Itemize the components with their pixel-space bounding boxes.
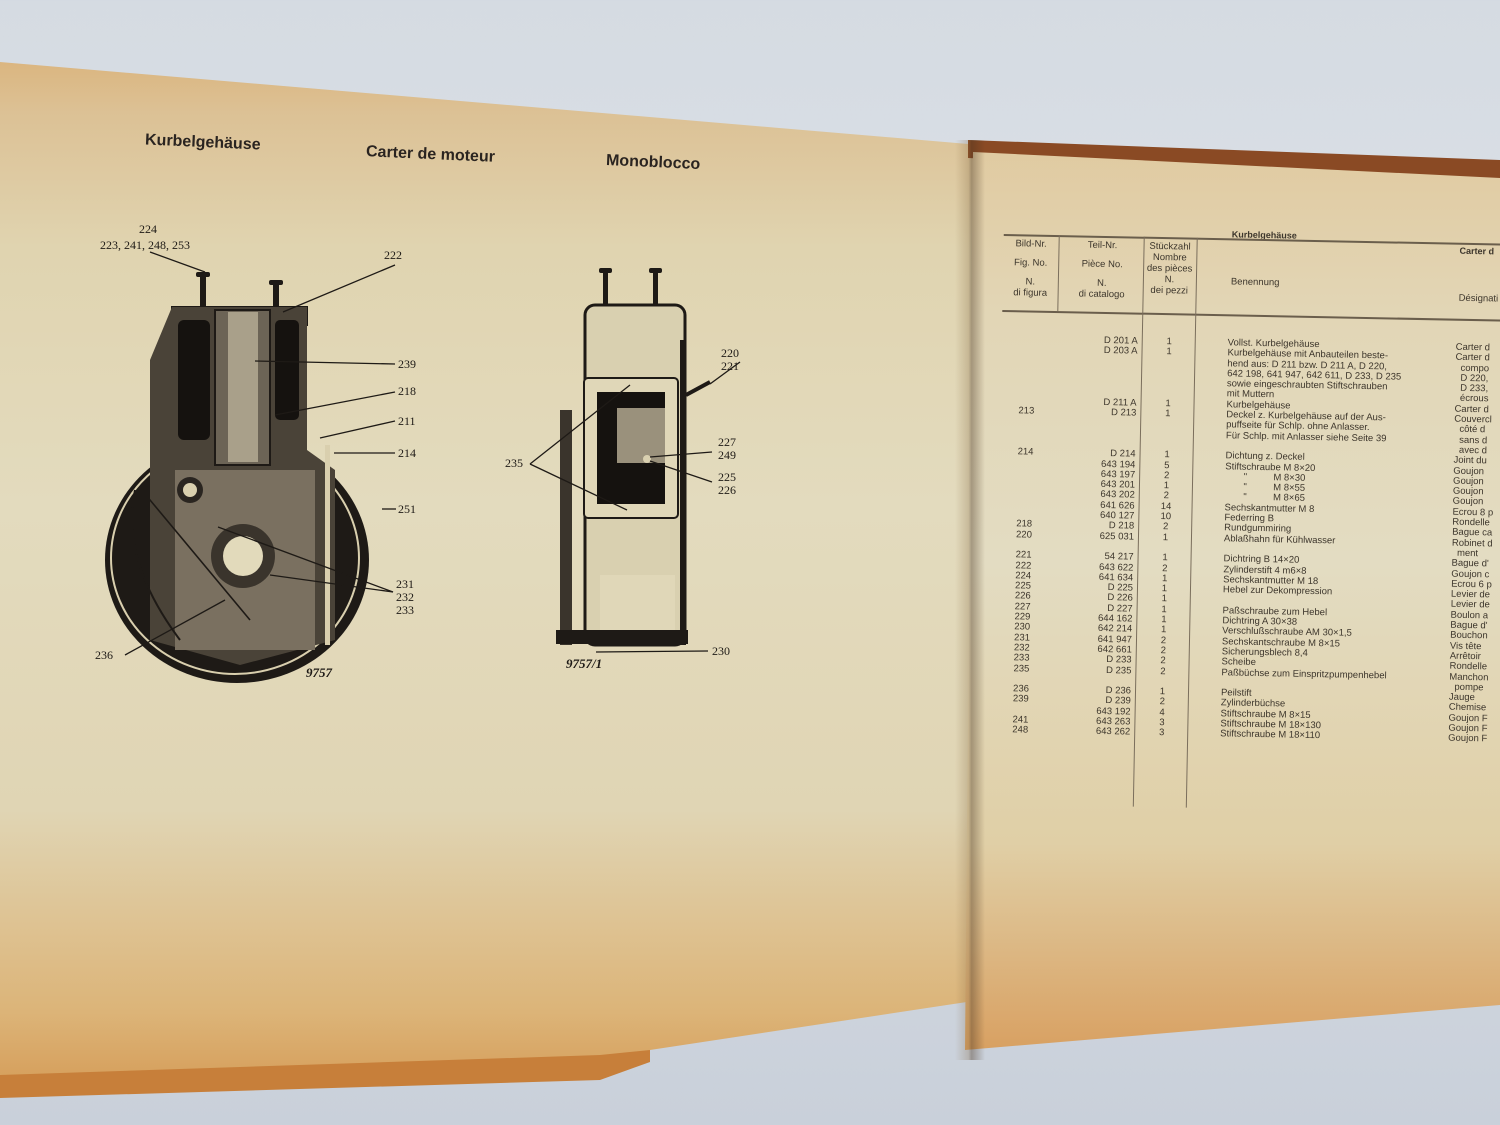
callout-label: 220 xyxy=(721,346,739,360)
crankcase-side-figure xyxy=(556,268,711,647)
callout-label: 236 xyxy=(95,648,113,662)
callout-label: 225 xyxy=(718,470,736,484)
crankcase-drawings xyxy=(105,251,741,683)
callout-label: 249 xyxy=(718,448,736,462)
header-description-fr: Désignati xyxy=(1458,292,1499,305)
callout-label: 239 xyxy=(398,357,416,371)
table-cell-part: 643 262 xyxy=(1095,726,1131,738)
callout-label: 214 xyxy=(398,446,416,460)
book-gutter xyxy=(955,140,985,1060)
table-cell-fig: 248 xyxy=(1012,724,1029,736)
callout-label: 227 xyxy=(718,435,736,449)
callout-label: 226 xyxy=(718,483,736,497)
callout-label: 222 xyxy=(384,248,402,262)
table-cell-qty: 3 xyxy=(1158,727,1165,739)
callout-label: 223, 241, 248, 253 xyxy=(100,238,190,252)
callout-label: 235 xyxy=(505,456,523,470)
figure-number: 9757 xyxy=(306,665,332,680)
header-part-no: Teil-Nr. Pièce No. N. di catalogo xyxy=(1078,239,1125,301)
callout-label: 251 xyxy=(398,502,416,516)
header-fig-no: Bild-Nr. Fig. No. N. di figura xyxy=(1013,238,1048,299)
right-page xyxy=(965,152,1500,1050)
callout-label: 221 xyxy=(721,359,739,373)
callout-label: 231 xyxy=(396,577,414,591)
header-quantity: Stückzahl Nombre des pièces N. dei pezzi xyxy=(1146,240,1193,297)
table-cell-fr: Goujon F xyxy=(1448,732,1488,745)
callout-label: 211 xyxy=(398,414,416,428)
header-description: Benennung xyxy=(1230,276,1280,289)
callout-label: 232 xyxy=(396,590,414,604)
callout-label: 224 xyxy=(139,222,157,236)
figure-number: 9757/1 xyxy=(566,656,603,671)
callout-label: 233 xyxy=(396,603,414,617)
crankcase-section-figure xyxy=(105,272,369,683)
callout-label: 230 xyxy=(712,644,730,658)
callout-label: 218 xyxy=(398,384,416,398)
table-section-title-fr: Carter d xyxy=(1459,245,1495,257)
